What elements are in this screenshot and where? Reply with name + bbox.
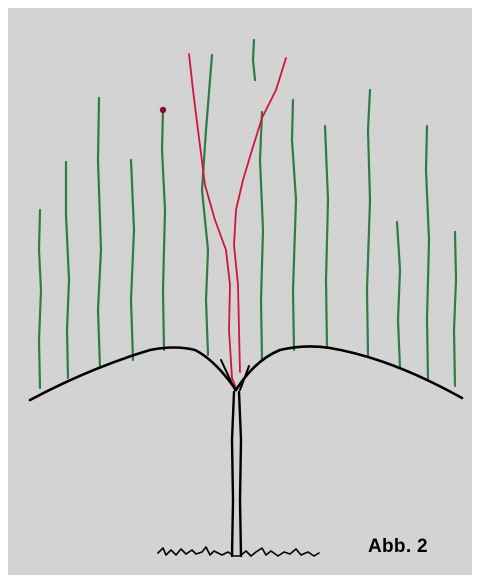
trunk-right-edge [239, 392, 241, 556]
upright-shoot [454, 232, 456, 386]
upright-shoot [325, 126, 328, 348]
upright-shoot [162, 110, 165, 350]
ground-line [158, 547, 319, 556]
upright-shoot [426, 126, 429, 380]
leader-shoot [189, 54, 232, 378]
upright-shoot [39, 210, 41, 388]
upright-shoots [39, 40, 456, 388]
leader-shoots [189, 54, 286, 388]
upright-shoot [98, 98, 101, 368]
upright-shoot [397, 222, 400, 368]
figure-label: Abb. 2 [368, 536, 428, 558]
upright-shoot [367, 90, 370, 355]
left-arch-branch [30, 348, 236, 401]
upright-shoot [292, 100, 296, 350]
upright-shoot [66, 162, 69, 378]
trunk-left-edge [232, 392, 234, 556]
bud-marker [160, 107, 166, 113]
leader-shoot [234, 58, 286, 372]
upright-shoot [131, 160, 134, 360]
tree-wood [30, 346, 462, 556]
trunk-spur [240, 366, 249, 390]
upright-shoot [253, 40, 255, 80]
upright-shoot [260, 112, 263, 360]
